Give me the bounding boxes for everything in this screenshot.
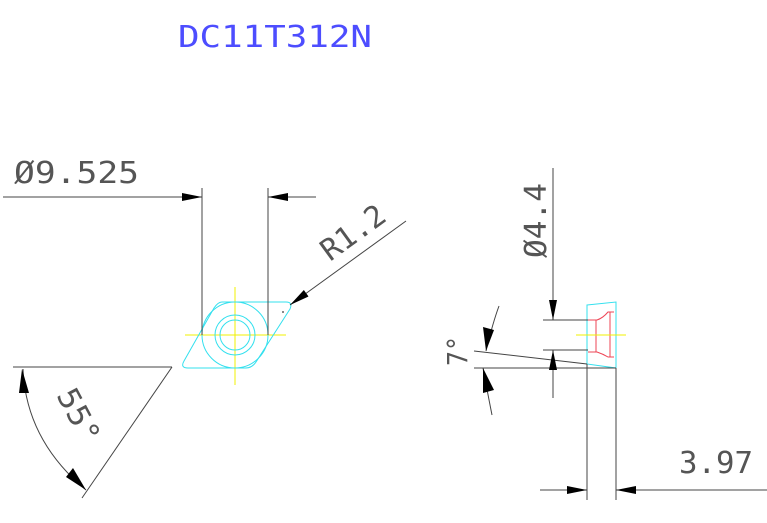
- insert-top-view: [182, 287, 292, 385]
- dimension-clearance-angle: 7°: [441, 305, 500, 416]
- insert-side-view: [473, 301, 626, 500]
- dimension-label-clearance-angle: 7°: [441, 336, 474, 366]
- dimension-label-hole-diameter: Ø4.4: [519, 183, 554, 258]
- dimension-label-thickness: 3.97: [679, 446, 753, 481]
- dimension-label-included-angle: 55°: [49, 382, 107, 450]
- drawing-title: DC11T312N: [178, 20, 372, 55]
- dimension-inscribed-circle: Ø9.525: [3, 156, 316, 335]
- dimension-label-corner-radius: R1.2: [314, 198, 393, 269]
- dimension-corner-radius: R1.2: [289, 198, 407, 306]
- dimension-hole-diameter: Ø4.4: [519, 168, 557, 398]
- dimension-label-inscribed-circle: Ø9.525: [14, 156, 139, 191]
- dimension-thickness: 3.97: [540, 446, 767, 494]
- dimension-included-angle: 55°: [13, 366, 173, 499]
